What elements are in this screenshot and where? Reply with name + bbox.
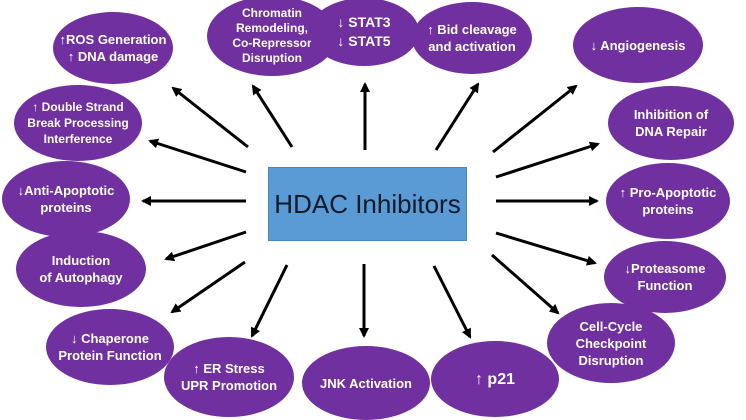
node-er-stress: ↑ ER Stress UPR Promotion: [164, 337, 294, 417]
node-label: Cell-Cycle Checkpoint Disruption: [575, 318, 647, 368]
node-label: ↑ Bid cleavage and activation: [427, 22, 517, 54]
node-anti-apoptotic: ↓Anti-Apoptotic proteins: [2, 161, 130, 237]
node-label: Induction of Autophagy: [39, 253, 123, 285]
node-label: ↑ROS Generation ↑ DNA damage: [59, 32, 167, 64]
node-label: Chromatin Remodeling, Co-Repressor Disru…: [232, 6, 312, 65]
node-chromatin-remodeling: Chromatin Remodeling, Co-Repressor Disru…: [207, 0, 337, 76]
node-cell-cycle: Cell-Cycle Checkpoint Disruption: [547, 303, 675, 383]
arrow-to-dna-repair: [495, 141, 600, 179]
node-label: ↓ Chaperone Protein Function: [58, 331, 162, 363]
arrow-to-chromatin: [251, 84, 294, 148]
hdac-inhibitors-box: HDAC Inhibitors: [268, 167, 467, 241]
node-p21: ↑ p21: [431, 341, 559, 417]
arrow-to-ros: [171, 86, 249, 149]
node-ros-dna-damage: ↑ROS Generation ↑ DNA damage: [53, 12, 173, 84]
node-label: ↓ STAT3 ↓ STAT5: [337, 14, 391, 49]
center-label: HDAC Inhibitors: [274, 188, 461, 219]
arrow-to-bid: [434, 82, 480, 151]
node-chaperone: ↓ Chaperone Protein Function: [46, 309, 174, 385]
node-autophagy: Induction of Autophagy: [16, 231, 146, 307]
node-label: ↑ ER Stress UPR Promotion: [180, 361, 278, 393]
arrow-to-chaperone: [170, 260, 246, 314]
node-jnk-activation: JNK Activation: [302, 346, 430, 420]
arrow-to-er-stress: [250, 264, 289, 338]
node-label: ↓ Angiogenesis: [590, 37, 686, 53]
node-label: ↑ Double Strand Break Processing Interfe…: [27, 100, 129, 146]
arrow-to-p21: [432, 265, 472, 339]
node-double-strand-break: ↑ Double Strand Break Processing Interfe…: [14, 85, 142, 161]
node-angiogenesis: ↓ Angiogenesis: [573, 7, 703, 83]
arrow-to-cell-cycle: [491, 253, 560, 315]
arrow-to-double-strand: [148, 138, 247, 174]
node-pro-apoptotic: ↑ Pro-Apoptotic proteins: [606, 163, 730, 239]
arrow-to-proteasome: [495, 231, 597, 266]
node-label: Inhibition of DNA Repair: [633, 107, 709, 139]
node-proteasome: ↓Proteasome Function: [604, 241, 726, 313]
node-label: ↑ Pro-Apoptotic proteins: [619, 185, 717, 217]
node-label: JNK Activation: [320, 375, 412, 391]
node-dna-repair-inhibition: Inhibition of DNA Repair: [608, 86, 734, 160]
node-label: ↓Proteasome Function: [624, 261, 706, 293]
node-label: ↓Anti-Apoptotic proteins: [17, 183, 115, 215]
arrow-to-autophagy: [164, 230, 247, 262]
arrow-to-angiogenesis: [492, 84, 578, 154]
node-bid-cleavage: ↑ Bid cleavage and activation: [412, 2, 532, 74]
node-label: ↑ p21: [474, 370, 515, 388]
node-stat3-stat5: ↓ STAT3 ↓ STAT5: [309, 0, 419, 66]
